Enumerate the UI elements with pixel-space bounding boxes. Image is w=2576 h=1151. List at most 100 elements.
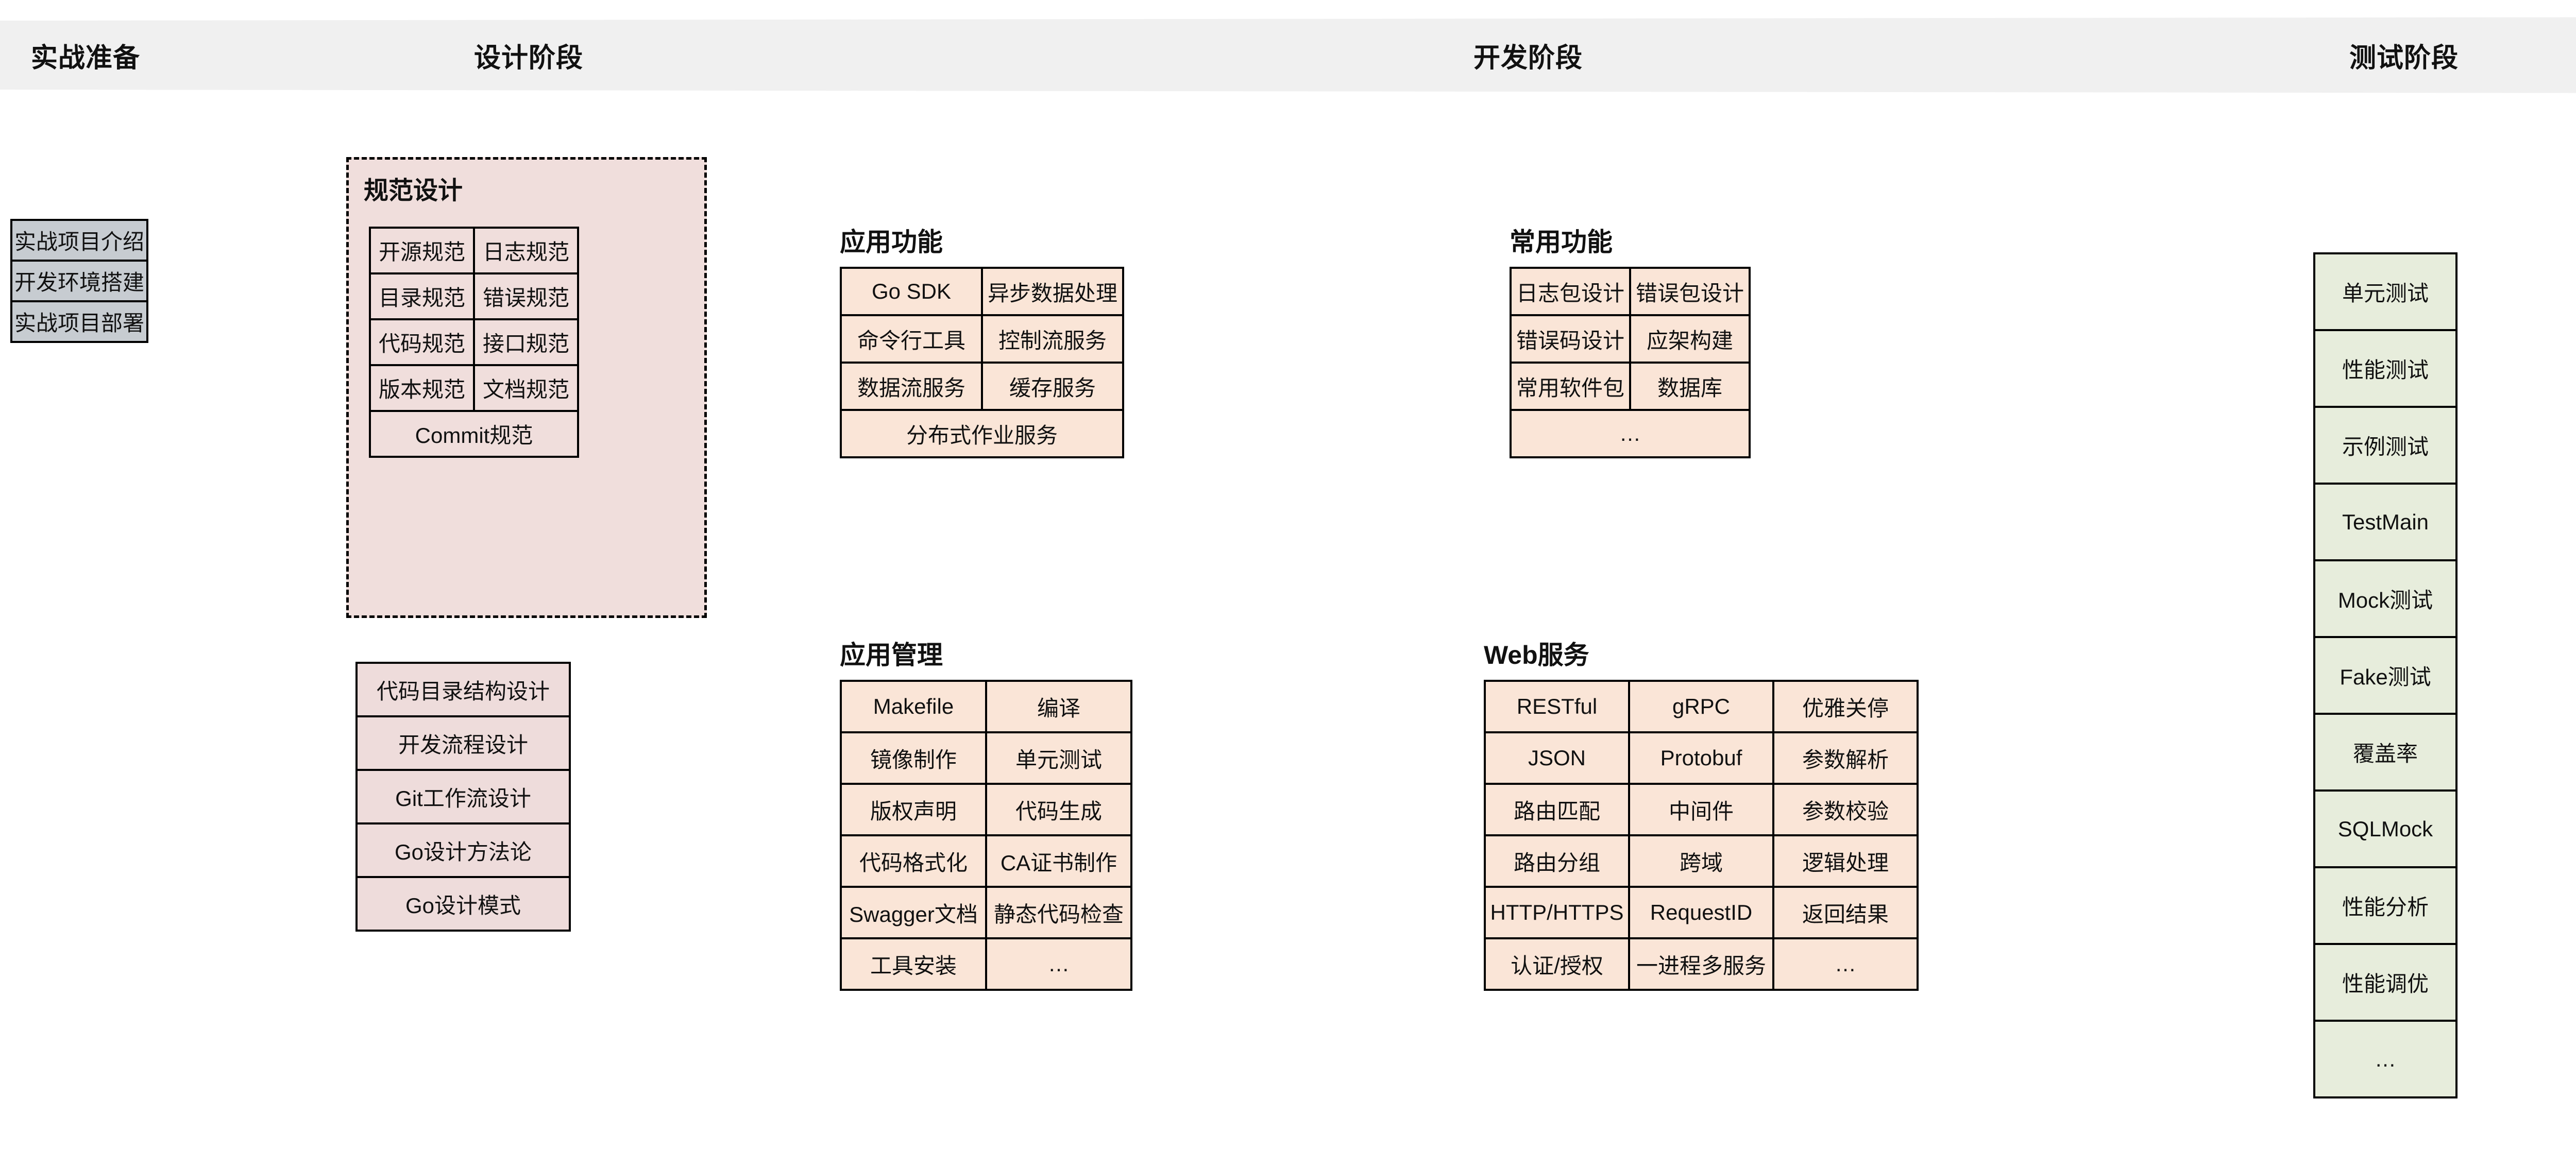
table-cell[interactable]: 命令行工具	[840, 314, 983, 364]
table-cell[interactable]: SQLMock	[2313, 789, 2458, 868]
table-cell[interactable]: Protobuf	[1628, 731, 1774, 785]
table-cell[interactable]: …	[985, 937, 1132, 991]
table-cell[interactable]: 一进程多服务	[1628, 937, 1774, 991]
table-cell[interactable]: Git工作流设计	[355, 769, 571, 824]
table-cell[interactable]: CA证书制作	[985, 834, 1132, 888]
table-cell[interactable]: 性能调优	[2313, 943, 2458, 1022]
table-cell[interactable]: JSON	[1484, 731, 1630, 785]
table-cell[interactable]: 路由匹配	[1484, 783, 1630, 836]
table-cell[interactable]: Go设计方法论	[355, 822, 571, 878]
table-cell[interactable]: 单元测试	[985, 731, 1132, 785]
table-row: 性能分析	[2313, 866, 2458, 945]
table-cell[interactable]: 路由分组	[1484, 834, 1630, 888]
banner-stage-3: 测试阶段	[2349, 43, 2459, 73]
table-cell[interactable]: gRPC	[1628, 680, 1774, 733]
table-cell[interactable]: 代码格式化	[840, 834, 987, 888]
table-cell[interactable]: 代码规范	[369, 318, 475, 366]
table-cell[interactable]: 错误码设计	[1510, 314, 1631, 364]
table-cell[interactable]: Swagger文档	[840, 886, 987, 939]
table-cell[interactable]: 日志包设计	[1510, 267, 1631, 316]
table-row: 开发流程设计	[355, 715, 571, 771]
table-cell[interactable]: RequestID	[1628, 886, 1774, 939]
table-cell[interactable]: 实战项目部署	[10, 300, 148, 343]
table-row: 数据流服务缓存服务	[840, 362, 1124, 411]
table-cell[interactable]: …	[1510, 409, 1751, 458]
web-services-title: Web服务	[1484, 641, 1589, 669]
table-cell[interactable]: 优雅关停	[1772, 680, 1919, 733]
table-cell[interactable]: Commit规范	[369, 410, 579, 458]
table-cell[interactable]: Fake测试	[2313, 636, 2458, 715]
table-cell[interactable]: 错误包设计	[1629, 267, 1751, 316]
table-row: 日志包设计错误包设计	[1510, 267, 1751, 316]
table-row: 工具安装…	[840, 937, 1132, 991]
table-cell[interactable]: 应架构建	[1629, 314, 1751, 364]
table-cell[interactable]: 日志规范	[473, 227, 579, 274]
table-cell[interactable]: 单元测试	[2313, 252, 2458, 331]
table-cell[interactable]: 性能测试	[2313, 329, 2458, 408]
table-cell[interactable]: 接口规范	[473, 318, 579, 366]
table-cell[interactable]: 数据库	[1629, 362, 1751, 411]
table-cell[interactable]: 版权声明	[840, 783, 987, 836]
table-cell[interactable]: 镜像制作	[840, 731, 987, 785]
table-cell[interactable]: 参数校验	[1772, 783, 1919, 836]
table-cell[interactable]: 性能分析	[2313, 866, 2458, 945]
table-cell[interactable]: 控制流服务	[981, 314, 1124, 364]
table-cell[interactable]: 实战项目介绍	[10, 219, 148, 262]
table-cell[interactable]: 逻辑处理	[1772, 834, 1919, 888]
table-cell[interactable]: 错误规范	[473, 272, 579, 320]
table-cell[interactable]: Makefile	[840, 680, 987, 733]
table-row: SQLMock	[2313, 789, 2458, 868]
table-row: 路由分组跨域逻辑处理	[1484, 834, 1919, 888]
table-cell[interactable]: …	[2313, 1020, 2458, 1098]
banner-stage-0: 实战准备	[31, 43, 141, 73]
table-cell[interactable]: 版本规范	[369, 364, 475, 412]
table-cell[interactable]: Go设计模式	[355, 876, 571, 932]
table-cell[interactable]: 目录规范	[369, 272, 475, 320]
table-cell[interactable]: 覆盖率	[2313, 713, 2458, 792]
table-cell[interactable]: 数据流服务	[840, 362, 983, 411]
table-cell[interactable]: 分布式作业服务	[840, 409, 1124, 458]
table-prep[interactable]: 实战项目介绍开发环境搭建实战项目部署	[10, 219, 148, 343]
table-cell[interactable]: 示例测试	[2313, 406, 2458, 485]
table-cell[interactable]: Go SDK	[840, 267, 983, 316]
table-cell[interactable]: 跨域	[1628, 834, 1774, 888]
table-cell[interactable]: 开发环境搭建	[10, 260, 148, 302]
table-cell[interactable]: 文档规范	[473, 364, 579, 412]
table-cell[interactable]: 静态代码检查	[985, 886, 1132, 939]
table-row: Git工作流设计	[355, 769, 571, 824]
table-cell[interactable]: …	[1772, 937, 1919, 991]
table-row: 覆盖率	[2313, 713, 2458, 792]
table-cell[interactable]: HTTP/HTTPS	[1484, 886, 1630, 939]
table-cell[interactable]: 认证/授权	[1484, 937, 1630, 991]
table-cell[interactable]: 代码生成	[985, 783, 1132, 836]
table-cell[interactable]: RESTful	[1484, 680, 1630, 733]
table-cell[interactable]: Mock测试	[2313, 559, 2458, 638]
table-cell[interactable]: 开源规范	[369, 227, 475, 274]
table-cell[interactable]: 参数解析	[1772, 731, 1919, 785]
table-row: 代码规范接口规范	[369, 318, 579, 366]
table-cell[interactable]: 中间件	[1628, 783, 1774, 836]
table-cell[interactable]: 工具安装	[840, 937, 987, 991]
table-cell[interactable]: 异步数据处理	[981, 267, 1124, 316]
table-row: 实战项目介绍	[10, 219, 148, 262]
table-cell[interactable]: 开发流程设计	[355, 715, 571, 771]
table-cell[interactable]: 返回结果	[1772, 886, 1919, 939]
table-row: Commit规范	[369, 410, 579, 458]
table-cell[interactable]: 代码目录结构设计	[355, 662, 571, 717]
group-common-features: 常用功能 日志包设计错误包设计错误码设计应架构建常用软件包数据库…	[1510, 221, 1751, 458]
table-cell[interactable]: 缓存服务	[981, 362, 1124, 411]
table-common-features[interactable]: 日志包设计错误包设计错误码设计应架构建常用软件包数据库…	[1510, 267, 1751, 458]
table-cell[interactable]: 编译	[985, 680, 1132, 733]
table-cell[interactable]: TestMain	[2313, 483, 2458, 561]
table-cell[interactable]: 常用软件包	[1510, 362, 1631, 411]
